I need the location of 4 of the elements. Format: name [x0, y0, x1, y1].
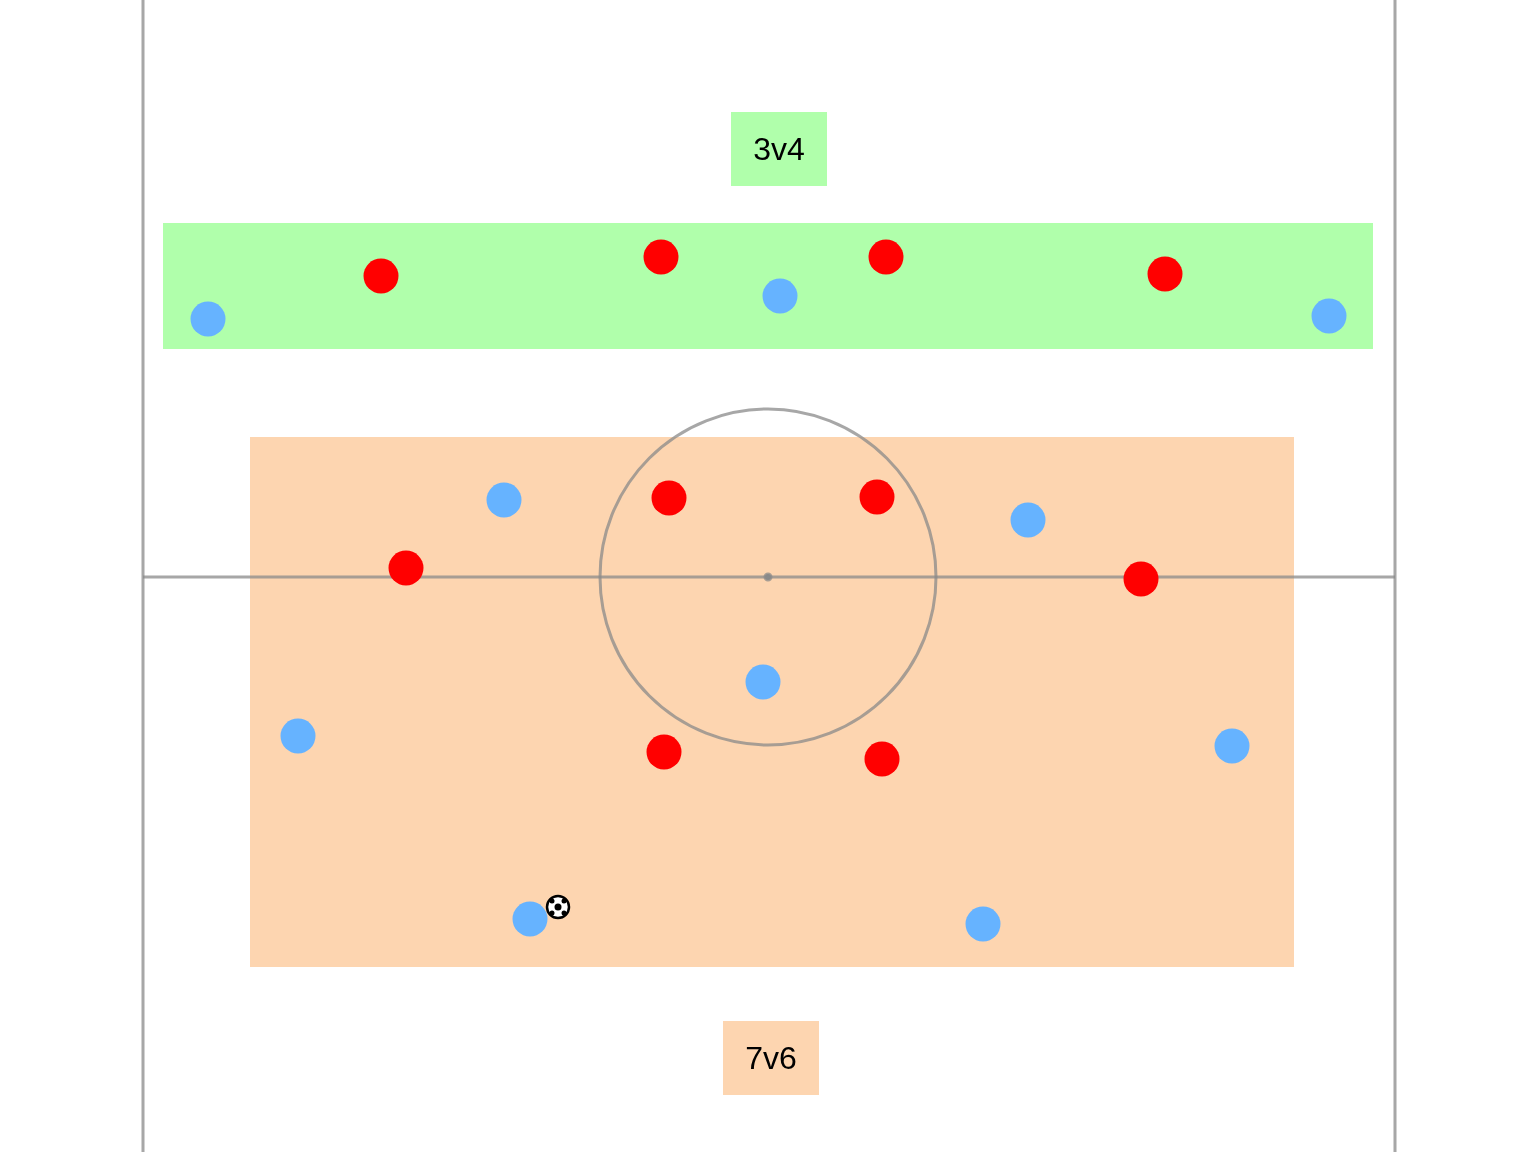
label-box: [723, 1021, 819, 1095]
label-box: [731, 112, 827, 186]
matchup-label: 3v4: [753, 133, 805, 165]
matchup-label: 7v6: [745, 1042, 797, 1074]
